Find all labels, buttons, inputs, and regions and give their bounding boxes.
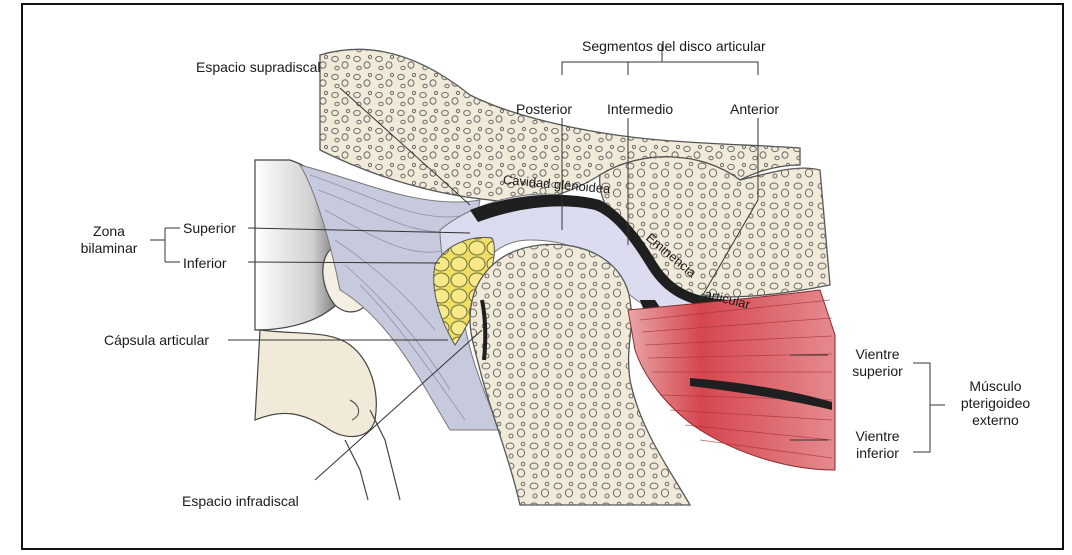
segments-header: Segmentos del disco articular <box>582 38 766 55</box>
label-lower-belly: Vientre inferior <box>840 428 915 462</box>
label-muscle: Músculo pterigoideo externo <box>948 378 1043 429</box>
label-intermediate: Intermedio <box>607 101 673 118</box>
label-infradiscal: Espacio infradiscal <box>182 493 299 510</box>
label-anterior: Anterior <box>730 101 779 118</box>
label-capsule: Cápsula articular <box>104 332 209 349</box>
label-bilaminar-zone: Zona bilaminar <box>68 223 150 257</box>
lateral-pterygoid-muscle <box>628 290 835 470</box>
label-upper-belly: Vientre superior <box>840 346 915 380</box>
label-superior: Superior <box>183 220 236 237</box>
label-supradiscal: Espacio supradiscal <box>196 59 321 76</box>
label-posterior: Posterior <box>516 101 572 118</box>
label-inferior: Inferior <box>183 255 227 272</box>
